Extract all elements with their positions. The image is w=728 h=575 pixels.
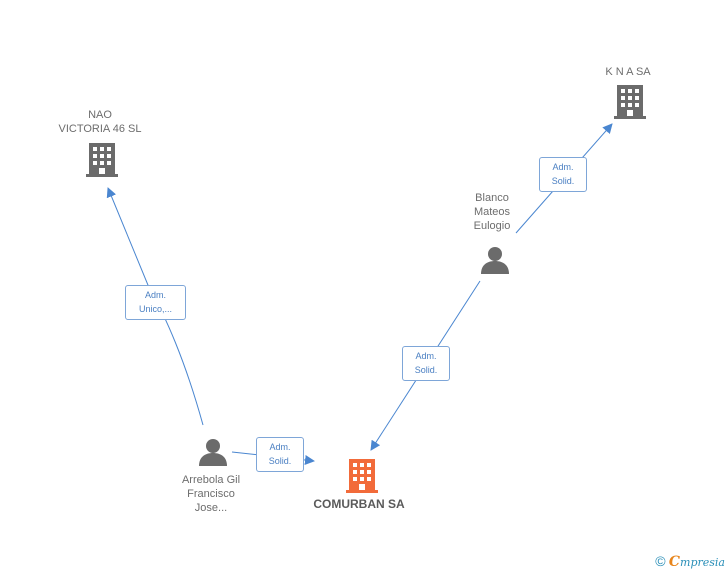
relation-box-blanco-comurban[interactable]: Adm. Solid. xyxy=(402,346,450,381)
empresia-logo-initial: C xyxy=(668,554,681,570)
person-icon[interactable] xyxy=(199,439,227,466)
person-label-blanco[interactable]: Blanco Mateos Eulogio xyxy=(473,192,511,232)
person-icon[interactable] xyxy=(481,247,509,274)
building-icon[interactable] xyxy=(614,85,646,119)
company-label-nao-victoria[interactable]: NAO VICTORIA 46 SL xyxy=(58,109,142,135)
company-label-knasa[interactable]: K N A SA xyxy=(605,66,651,78)
relation-box-blanco-knasa[interactable]: Adm. Solid. xyxy=(539,157,587,192)
building-icon[interactable] xyxy=(86,143,118,177)
empresia-logo-text: mpresia xyxy=(680,556,725,569)
relation-box-arrebola-comurban[interactable]: Adm. Solid. xyxy=(256,437,304,472)
empresia-credit: © Cmpresia xyxy=(655,553,725,570)
copyright-icon: © xyxy=(655,553,666,569)
relation-box-arrebola-nao[interactable]: Adm. Unico,... xyxy=(125,285,186,320)
main-company-label[interactable]: COMURBAN SA xyxy=(313,497,405,511)
person-label-arrebola[interactable]: Arrebola Gil Francisco Jose... xyxy=(181,474,241,514)
building-icon[interactable] xyxy=(346,459,378,493)
